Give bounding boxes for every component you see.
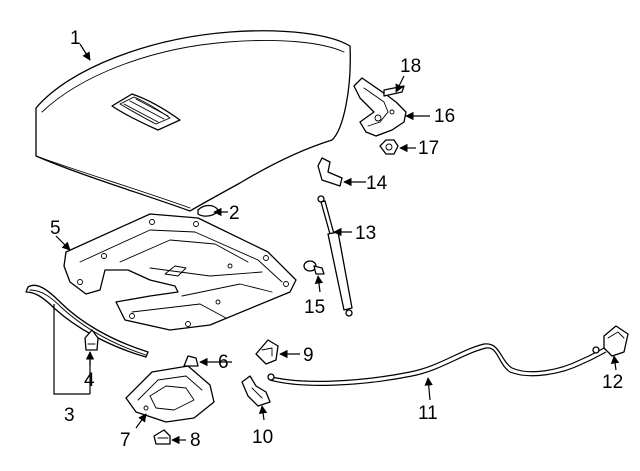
callout-14: 14 (366, 173, 388, 194)
hood-panel (35, 30, 351, 212)
leader-lines (53, 43, 620, 445)
callout-15: 15 (304, 297, 325, 318)
latch-release-10 (241, 375, 271, 407)
cover-7 (125, 365, 215, 423)
callout-2: 2 (229, 203, 240, 224)
ball-stud-15 (303, 260, 325, 275)
hinge-16 (353, 77, 407, 137)
callout-18: 18 (400, 56, 421, 77)
lift-support-13 (317, 195, 353, 317)
callout-7: 7 (120, 430, 131, 451)
callout-numbers: 1 2 3 4 5 6 7 8 9 10 11 12 13 14 15 16 1… (50, 28, 623, 451)
bracket-14 (317, 157, 343, 187)
hood-insulator (63, 213, 297, 331)
hinge-shim-18 (383, 85, 405, 97)
callout-16: 16 (434, 106, 455, 127)
callout-6: 6 (218, 352, 229, 373)
callout-10: 10 (252, 427, 273, 448)
bumper-2 (197, 204, 219, 217)
clip-4 (84, 329, 99, 351)
callout-11: 11 (418, 403, 438, 424)
hood-seal-strip (25, 284, 149, 358)
callout-9: 9 (303, 345, 314, 366)
callout-13: 13 (355, 223, 376, 244)
callout-1: 1 (70, 28, 81, 49)
release-cable-11 (267, 343, 607, 386)
callout-4: 4 (84, 370, 95, 391)
bumper-6 (183, 355, 199, 367)
callout-17: 17 (418, 138, 439, 159)
callout-8: 8 (190, 430, 201, 451)
nut-17 (379, 139, 399, 155)
callout-3: 3 (64, 405, 75, 426)
callout-12: 12 (602, 372, 623, 393)
callout-5: 5 (50, 218, 61, 239)
hood-latch-9 (255, 339, 279, 365)
release-handle-12 (603, 325, 629, 357)
clip-8 (153, 429, 171, 445)
